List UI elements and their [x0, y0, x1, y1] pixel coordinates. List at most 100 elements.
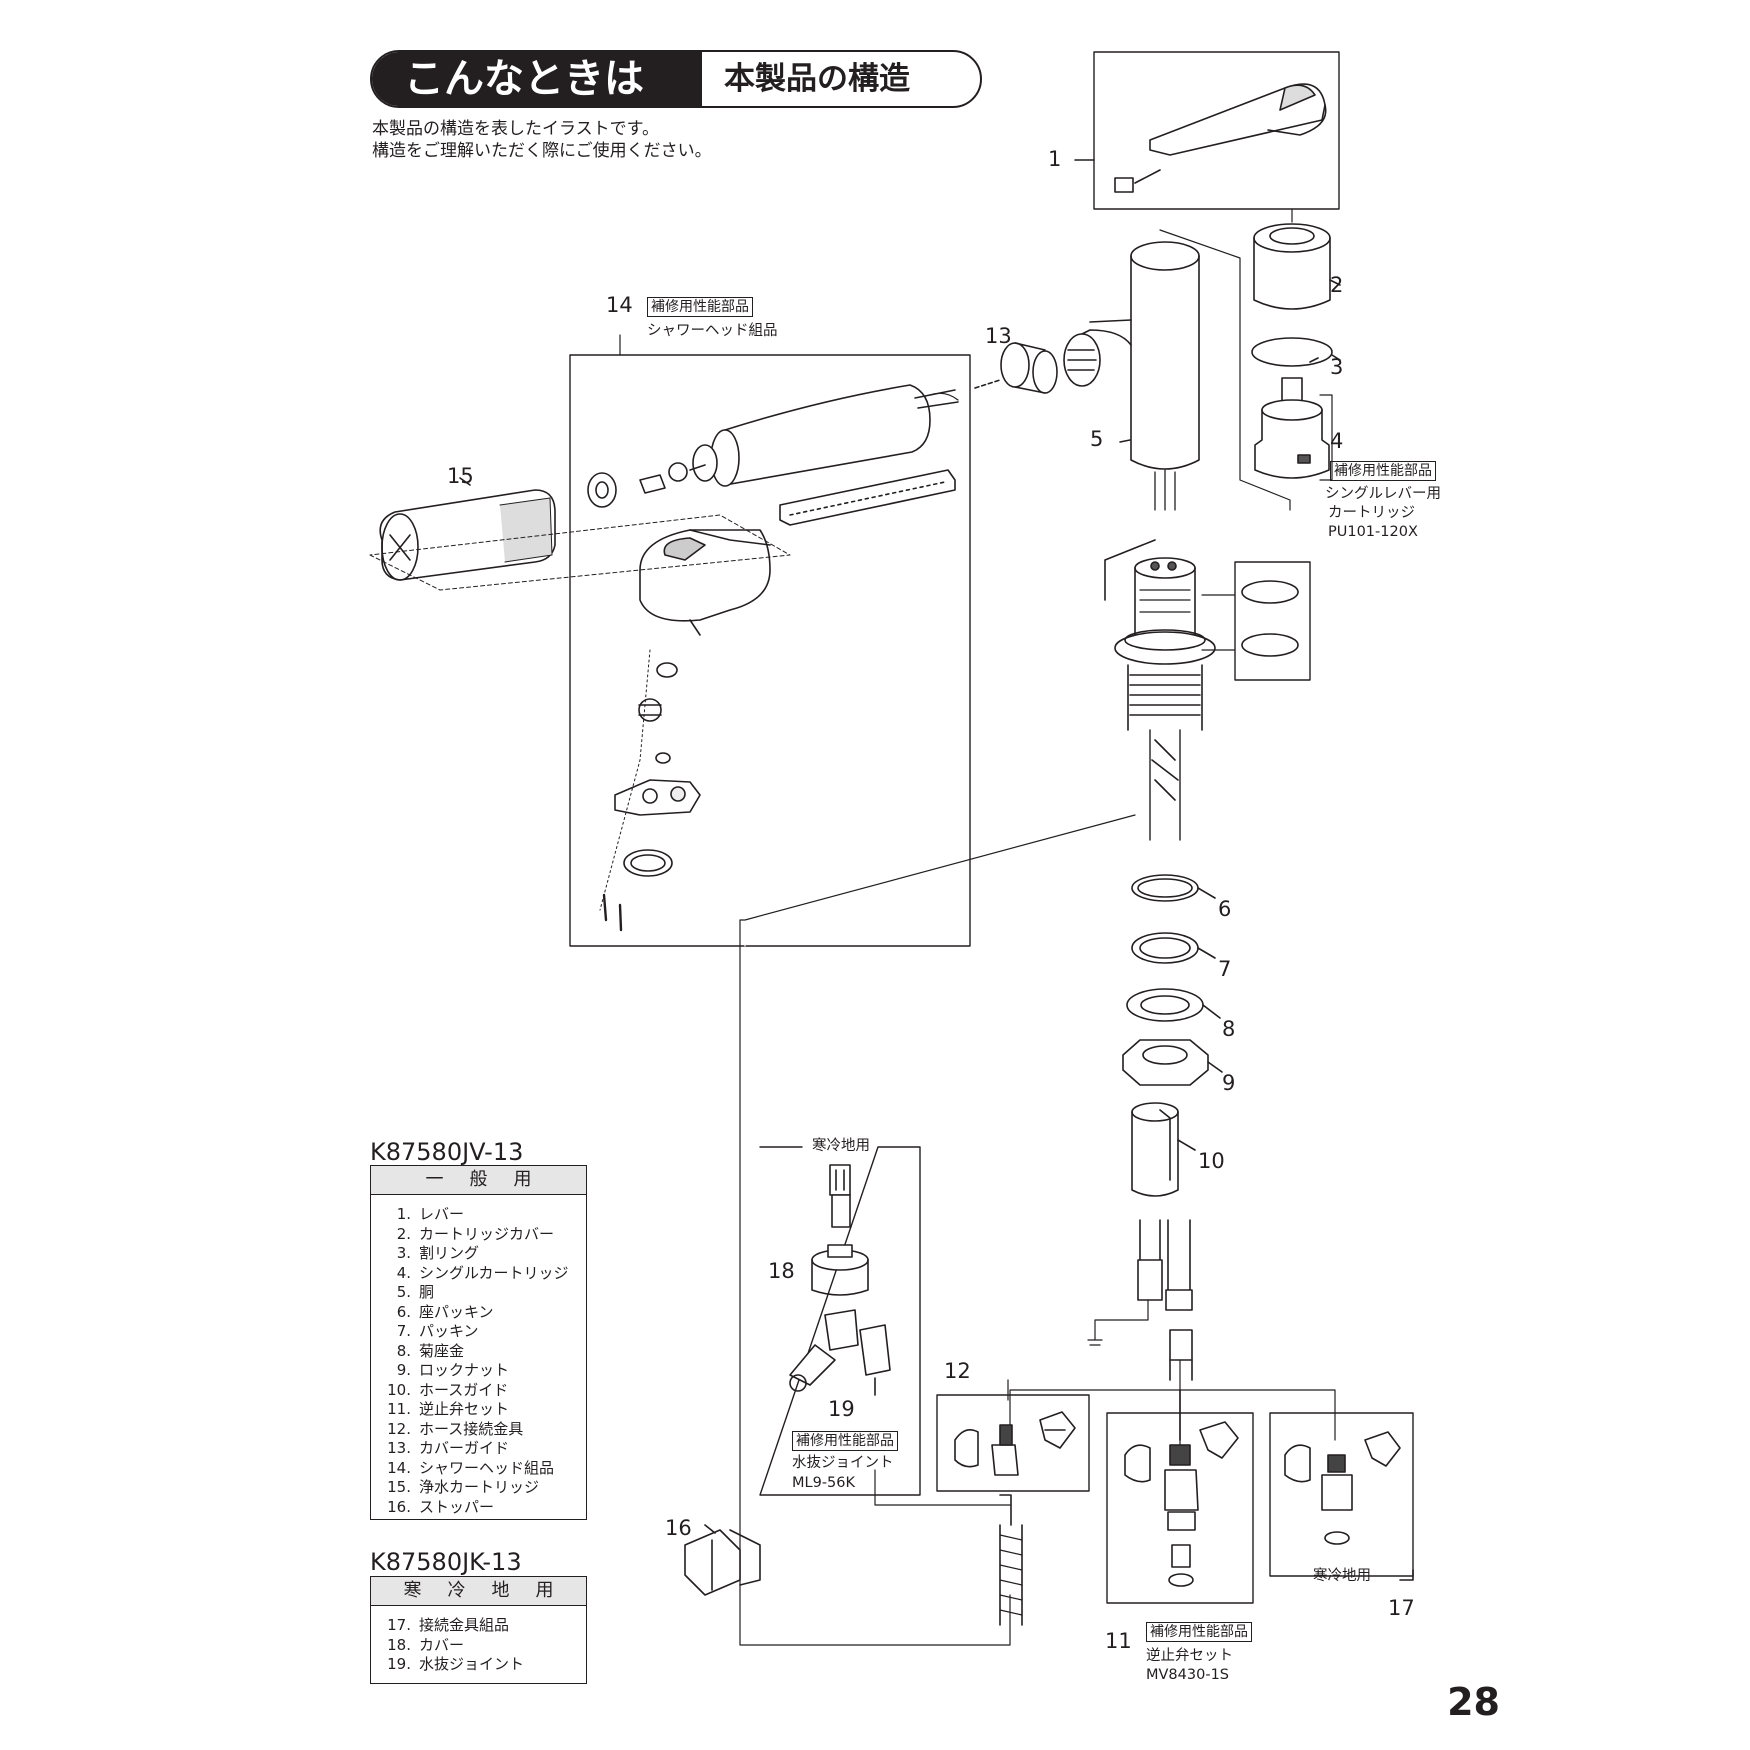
parts-item-name: ストッパー: [419, 1497, 495, 1516]
callout-17: 17: [1388, 1596, 1415, 1620]
shower-head-label: シャワーヘッド組品: [647, 323, 778, 339]
parts-item-name: カバー: [419, 1635, 465, 1654]
callout-14: 14: [606, 293, 633, 317]
parts-item-number: 1.: [396, 1205, 411, 1223]
parts-list-item: 2. カートリッジカバー: [381, 1225, 586, 1245]
parts-list-item: 1. レバー: [381, 1205, 586, 1225]
parts-item-name: シャワーヘッド組品: [419, 1458, 555, 1477]
intro-text: 本製品の構造を表したイラストです。 構造をご理解いただく際にご使用ください。: [372, 118, 712, 162]
intro-line-1: 本製品の構造を表したイラストです。: [372, 119, 659, 139]
part-cartridge-cover: [1253, 208, 1341, 310]
check-valve-label: 逆止弁セット: [1146, 1648, 1233, 1664]
parts-list-item: 13.カバーガイド: [381, 1439, 586, 1459]
parts-list-item: 11. 逆止弁セット: [381, 1400, 586, 1420]
part-packing: [1131, 932, 1216, 964]
parts-list-item: 3.割リング: [381, 1244, 586, 1264]
parts-item-number: 6.: [396, 1302, 411, 1321]
cold-table-heading: 寒冷地用: [371, 1577, 586, 1606]
parts-list-item: 18. カバー: [381, 1636, 586, 1656]
parts-item-number: 10.: [387, 1380, 411, 1399]
parts-item-number: 15.: [387, 1478, 411, 1496]
parts-list-item: 8.菊座金: [381, 1342, 586, 1362]
parts-item-name: レバー: [419, 1205, 465, 1223]
repair-badge-cartridge: 補修用性能部品: [1330, 461, 1436, 481]
callout-15: 15: [447, 464, 474, 488]
section-subtitle: 本製品の構造: [724, 61, 910, 97]
callout-11: 11: [1105, 1629, 1132, 1653]
parts-list-item: 19.水抜ジョイント: [381, 1655, 586, 1675]
part-shower-head-assembly: [569, 334, 971, 947]
parts-list-item: 7. パッキン: [381, 1322, 586, 1342]
parts-list-item: 17.接続金具組品: [381, 1616, 586, 1636]
parts-item-name: 座パッキン: [419, 1302, 494, 1321]
part-lever: [1074, 51, 1340, 210]
cold-model-number: K87580JK-13: [370, 1548, 522, 1576]
parts-item-number: 16.: [387, 1497, 411, 1516]
repair-badge-drain: 補修用性能部品: [792, 1431, 898, 1451]
parts-item-name: 接続金具組品: [419, 1616, 510, 1634]
callout-16: 16: [665, 1516, 692, 1540]
part-corrugated-hose: [999, 1494, 1023, 1626]
parts-item-number: 14.: [387, 1458, 411, 1477]
check-valve-model: MV8430-1S: [1146, 1667, 1229, 1683]
part-drain-joint: [759, 1146, 1011, 1506]
callout-1: 1: [1048, 147, 1062, 171]
intro-line-2: 構造をご理解いただく際にご使用ください。: [372, 141, 712, 161]
parts-item-number: 4.: [396, 1263, 411, 1282]
callout-19: 19: [828, 1397, 855, 1421]
parts-item-name: シングルカートリッジ: [419, 1263, 569, 1282]
parts-item-number: 2.: [396, 1224, 411, 1243]
callout-8: 8: [1222, 1017, 1236, 1041]
cold-region-label-17: 寒冷地用: [1313, 1568, 1371, 1584]
parts-item-name: カバーガイド: [419, 1439, 510, 1457]
part-seat-packing: [1131, 874, 1216, 902]
callout-5: 5: [1090, 427, 1104, 451]
part-hose-connector: [936, 1394, 1090, 1492]
part-cover-guide: [974, 342, 1058, 394]
cartridge-label-1: シングルレバー用: [1325, 486, 1441, 502]
parts-item-number: 7.: [396, 1322, 411, 1340]
part-lock-nut: [1122, 1039, 1223, 1086]
parts-item-number: 8.: [396, 1341, 411, 1360]
parts-item-name: ロックナット: [419, 1361, 510, 1379]
callout-10: 10: [1198, 1149, 1225, 1173]
parts-list-item: 10. ホースガイド: [381, 1381, 586, 1401]
parts-list-item: 9.ロックナット: [381, 1361, 586, 1381]
parts-list-item: 6. 座パッキン: [381, 1303, 586, 1323]
part-check-valve-set: [1106, 1389, 1254, 1604]
general-table-heading: 一般用: [371, 1166, 586, 1195]
part-cartridge: [1254, 377, 1333, 481]
parts-list-item: 16. ストッパー: [381, 1498, 586, 1518]
part-hoses: [1087, 1219, 1193, 1461]
parts-item-name: カートリッジカバー: [419, 1224, 555, 1243]
callout-2: 2: [1330, 273, 1344, 297]
callout-4: 4: [1330, 429, 1344, 453]
cartridge-label-2: カートリッジ: [1328, 505, 1415, 521]
repair-badge-shower: 補修用性能部品: [647, 297, 753, 317]
page-number: 28: [1447, 1680, 1500, 1724]
parts-item-name: 逆止弁セット: [419, 1400, 510, 1418]
part-lock-washer: [1126, 988, 1221, 1022]
section-title: こんなときは: [372, 52, 702, 106]
callout-13: 13: [985, 324, 1012, 348]
parts-item-number: 19.: [387, 1655, 411, 1673]
part-split-ring: [1251, 337, 1341, 367]
parts-item-name: 浄水カートリッジ: [419, 1478, 540, 1496]
parts-list-item: 12.ホース接続金具: [381, 1420, 586, 1440]
callout-3: 3: [1330, 355, 1344, 379]
general-model-number: K87580JV-13: [370, 1138, 524, 1166]
parts-item-name: パッキン: [419, 1322, 479, 1340]
callout-12: 12: [944, 1359, 971, 1383]
parts-list-item: 14. シャワーヘッド組品: [381, 1459, 586, 1479]
parts-item-number: 11.: [387, 1400, 411, 1418]
parts-list-item: 15. 浄水カートリッジ: [381, 1478, 586, 1498]
parts-item-name: ホースガイド: [419, 1380, 509, 1399]
part-mounting-shaft: [1104, 539, 1311, 841]
connector-lines: [739, 814, 1336, 1646]
parts-item-number: 18.: [387, 1635, 411, 1654]
parts-item-number: 5.: [396, 1283, 411, 1301]
